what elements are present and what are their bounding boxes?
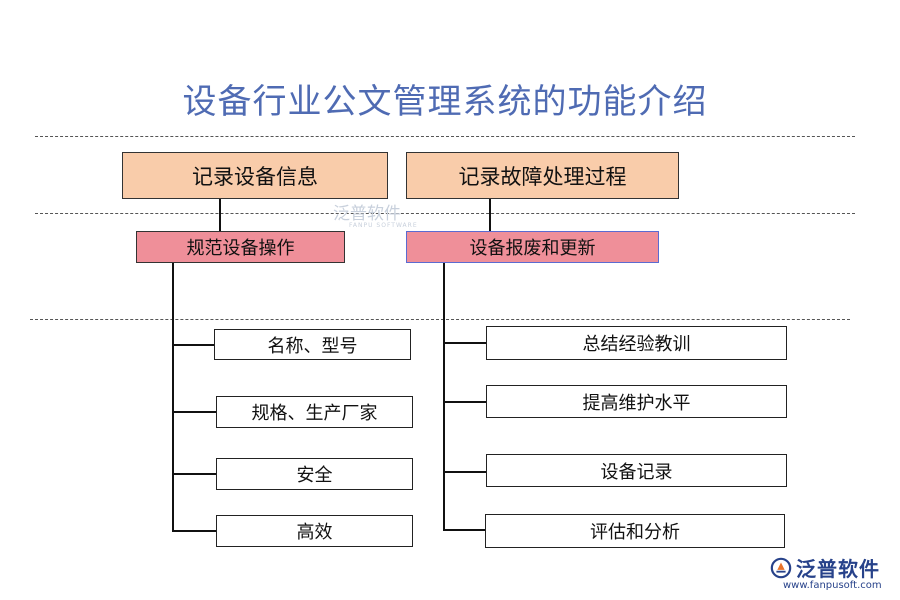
connector-line [219, 199, 221, 231]
branch-line [443, 401, 487, 403]
top-box-record-device-info: 记录设备信息 [122, 152, 388, 199]
watermark-text: 泛普软件 [333, 204, 401, 224]
logo-text: 泛普软件 [796, 557, 880, 581]
leaf-label: 名称、型号 [267, 335, 358, 357]
mid-box-label: 设备报废和更新 [469, 238, 596, 259]
leaf-box-efficiency: 高效 [216, 515, 413, 547]
branch-line [443, 529, 486, 531]
mid-box-scrap-and-update: 设备报废和更新 [406, 231, 659, 263]
watermark: 泛普软件 FANPU SOFTWARE [333, 206, 418, 229]
branch-line [443, 342, 487, 344]
leaf-box-name-model: 名称、型号 [214, 329, 411, 360]
leaf-label: 评估和分析 [590, 522, 680, 543]
leaf-label: 安全 [296, 465, 333, 486]
connector-line [489, 199, 491, 231]
left-trunk-line [172, 263, 174, 532]
brand-logo: 泛普软件 [770, 553, 880, 582]
branch-line [172, 344, 215, 346]
logo-url: www.fanpusoft.com [783, 580, 882, 591]
branch-line [172, 473, 217, 475]
top-box-label: 记录故障处理过程 [458, 164, 627, 189]
top-box-record-fault-process: 记录故障处理过程 [406, 152, 679, 199]
watermark-subtext: FANPU SOFTWARE [349, 222, 418, 229]
leaf-label: 设备记录 [600, 461, 673, 483]
page-title: 设备行业公文管理系统的功能介绍 [182, 82, 708, 122]
leaf-label: 规格、生产厂家 [251, 403, 378, 424]
leaf-label: 高效 [296, 522, 333, 543]
branch-line [172, 411, 217, 413]
branch-line [172, 530, 217, 532]
fanpu-logo-icon [770, 557, 792, 578]
mid-box-standard-operation: 规范设备操作 [136, 231, 345, 263]
leaf-box-spec-manufacturer: 规格、生产厂家 [216, 396, 413, 428]
leaf-label: 提高维护水平 [582, 392, 691, 414]
top-box-label: 记录设备信息 [192, 164, 318, 189]
leaf-box-device-records: 设备记录 [486, 454, 787, 487]
mid-box-label: 规范设备操作 [186, 238, 295, 259]
right-trunk-line [443, 263, 445, 531]
leaf-box-lessons: 总结经验教训 [486, 326, 787, 360]
dashed-separator [30, 319, 850, 320]
dashed-separator [35, 136, 855, 137]
leaf-box-safety: 安全 [216, 458, 413, 490]
branch-line [443, 471, 487, 473]
dashed-separator [35, 213, 855, 214]
leaf-box-maintenance-level: 提高维护水平 [486, 385, 787, 418]
leaf-box-evaluation: 评估和分析 [485, 514, 785, 548]
leaf-label: 总结经验教训 [582, 334, 691, 355]
